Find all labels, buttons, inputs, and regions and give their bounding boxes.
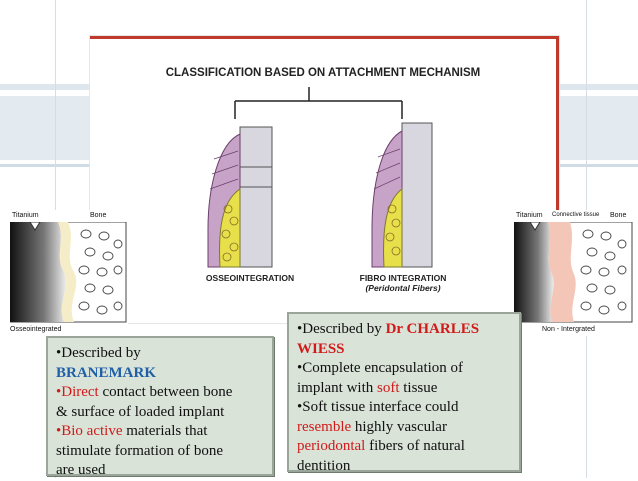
- weiss-line-1-prefix: •Described by: [297, 321, 386, 337]
- inset-label-bone: Bone: [90, 212, 107, 219]
- branemark-bioactive-keyword: •Bio active: [56, 423, 123, 439]
- osseointegration-illustration: [207, 126, 273, 268]
- weiss-line-6: resemble highly vascular: [297, 418, 511, 438]
- weiss-resemble-keyword: resemble: [297, 418, 352, 435]
- branemark-line-bioactive: •Bio active materials that: [56, 422, 264, 442]
- weiss-line-3: •Complete encapsulation of: [297, 360, 464, 376]
- inset-label-titanium-right: Titanium: [516, 212, 543, 219]
- osseointegrated-diagram: [10, 222, 127, 323]
- weiss-soft-keyword: soft: [377, 379, 400, 396]
- inset-label-connective-tissue: Connective tissue: [552, 212, 600, 218]
- branemark-line-5: stimulate formation of bone: [56, 442, 224, 459]
- branemark-text-box: •Described by BRANEMARK •Direct contact …: [46, 336, 274, 478]
- non-integrated-inset: Titanium Connective tissue Bone Non - In…: [514, 210, 634, 336]
- branemark-line-direct: •Direct contact between bone: [56, 383, 264, 403]
- fibro-integration-illustration: [371, 122, 433, 268]
- weiss-line-7-rest: fibers of natural: [365, 438, 465, 454]
- fibro-integration-subcaption: (Peridontal Fibers): [365, 283, 441, 293]
- branemark-line-1: •Described by: [56, 345, 141, 361]
- branemark-line-6: are used: [56, 462, 106, 478]
- branemark-direct-keyword: •Direct: [56, 384, 99, 400]
- fibro-integration-caption: FIBRO INTEGRATION: [359, 273, 447, 283]
- inset-label-bone-right: Bone: [610, 212, 627, 219]
- bracket-connector: [234, 87, 403, 119]
- inset-label-osseointegrated: Osseointegrated: [10, 326, 62, 333]
- osseointegrated-inset: Titanium Bone Osseointegrated: [8, 210, 128, 336]
- branemark-name: BRANEMARK: [56, 364, 156, 381]
- weiss-line-1: •Described by Dr CHARLES: [297, 320, 511, 340]
- osseointegration-caption: OSSEOINTEGRATION: [205, 273, 295, 283]
- weiss-line-4-prefix: implant with: [297, 379, 377, 396]
- branemark-direct-rest: contact between bone: [98, 384, 233, 400]
- weiss-line-4: implant with soft tissue: [297, 379, 511, 399]
- classification-figure: CLASSIFICATION BASED ON ATTACHMENT MECHA…: [90, 36, 559, 323]
- non-integrated-diagram: [514, 222, 633, 323]
- weiss-line-6-rest: highly vascular: [351, 418, 447, 435]
- inset-label-non-integrated: Non - Intergrated: [542, 326, 595, 333]
- classification-diagram: [207, 87, 433, 268]
- weiss-line-5: •Soft tissue interface could: [297, 399, 459, 415]
- weiss-line-7: periodontal fibers of natural: [297, 437, 511, 457]
- weiss-line-4-suffix: tissue: [399, 379, 438, 396]
- weiss-line-8: dentition: [297, 457, 351, 474]
- figure-title: CLASSIFICATION BASED ON ATTACHMENT MECHA…: [165, 67, 481, 79]
- branemark-line-3: & surface of loaded implant: [56, 403, 225, 420]
- weiss-name-part1: Dr CHARLES: [385, 321, 480, 337]
- weiss-periodontal-keyword: periodontal: [297, 438, 366, 454]
- inset-label-titanium: Titanium: [12, 212, 39, 219]
- weiss-text-box: •Described by Dr CHARLES WIESS •Complete…: [287, 312, 521, 474]
- weiss-name-part2: WIESS: [297, 340, 345, 357]
- branemark-bioactive-rest: materials that: [122, 423, 208, 439]
